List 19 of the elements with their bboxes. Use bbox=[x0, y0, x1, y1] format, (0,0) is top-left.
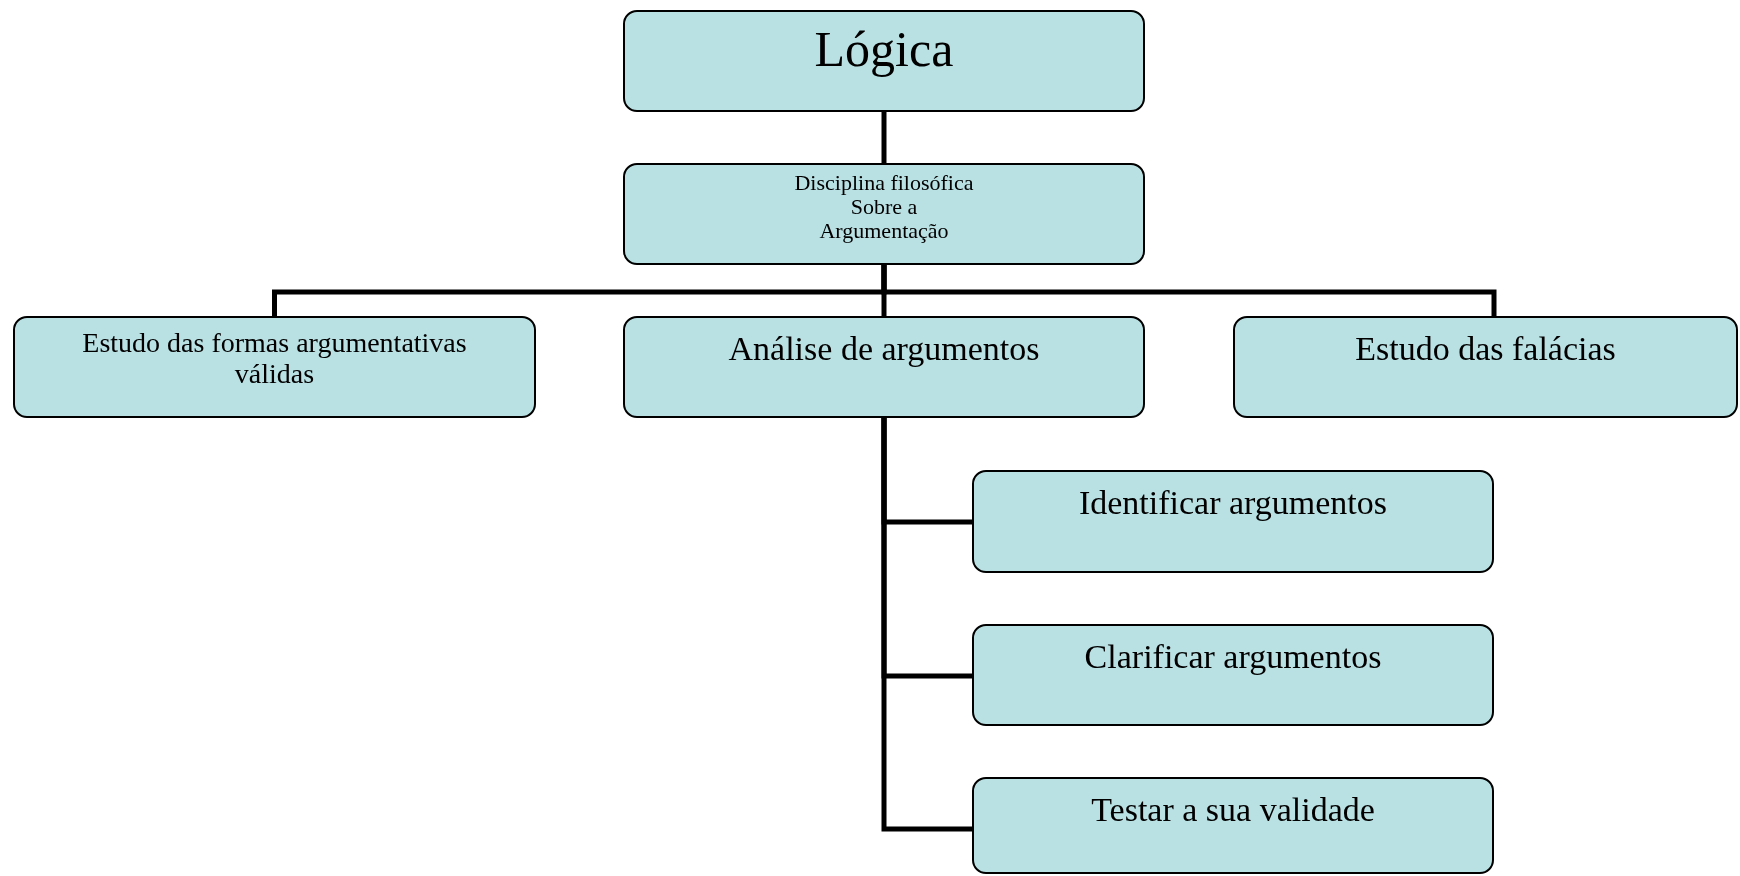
concept-box bbox=[623, 163, 1145, 265]
node-label: Identificar argumentos bbox=[1077, 484, 1389, 522]
concept-box bbox=[972, 777, 1494, 874]
concept-box bbox=[623, 316, 1145, 418]
node-label: Estudo das formas argumentativas válidas bbox=[81, 328, 468, 390]
node-label: Testar a sua validade bbox=[1090, 791, 1376, 829]
node-label: Estudo das falácias bbox=[1354, 330, 1617, 368]
concept-box bbox=[972, 624, 1494, 726]
node-label: Clarificar argumentos bbox=[1083, 638, 1383, 676]
connector-line bbox=[881, 265, 1497, 316]
concept-box bbox=[623, 10, 1145, 112]
concept-box bbox=[972, 470, 1494, 573]
connector-line bbox=[881, 112, 887, 163]
node-label: Análise de argumentos bbox=[727, 330, 1041, 368]
concept-box bbox=[13, 316, 536, 418]
concept-box bbox=[1233, 316, 1738, 418]
node-label: Disciplina filosófica Sobre a Argumentação bbox=[793, 171, 975, 244]
connector-line bbox=[881, 418, 972, 832]
node-label: Lógica bbox=[813, 22, 955, 77]
